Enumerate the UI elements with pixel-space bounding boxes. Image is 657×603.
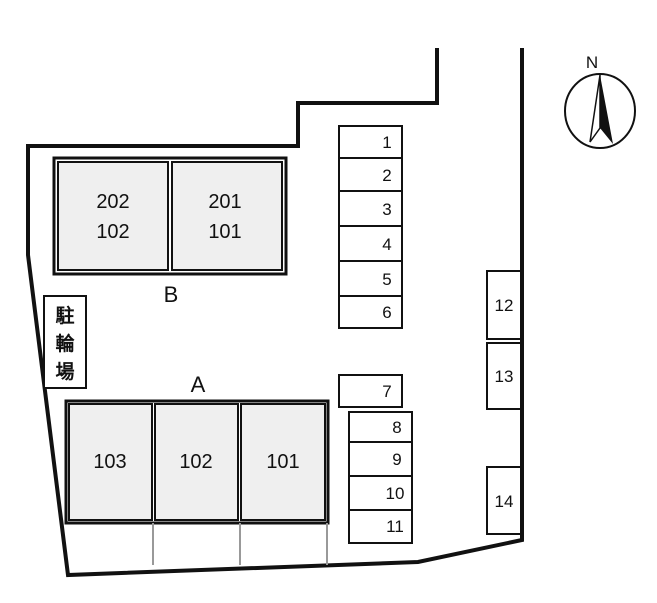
compass-north-label: N: [586, 53, 598, 72]
unit-label-101-a: 101: [266, 451, 299, 473]
parking-space-labels: 1 2 3 4 5 6 7 8 9 10 11 12 13 14: [382, 133, 513, 536]
parking-label-3: 3: [382, 200, 391, 219]
parking-label-9: 9: [392, 450, 401, 469]
building-a-unit-102: [154, 403, 239, 521]
unit-label-101: 101: [208, 221, 241, 243]
parking-space-5: [338, 260, 403, 297]
parking-spaces: [338, 125, 522, 544]
parking-label-14: 14: [495, 492, 514, 511]
north-compass-icon: N: [564, 53, 636, 149]
building-b-label: B: [164, 282, 179, 307]
parking-label-13: 13: [495, 367, 514, 386]
unit-label-202: 202: [96, 191, 129, 213]
parking-label-6: 6: [382, 303, 391, 322]
bicycle-parking: 駐 輪 場: [43, 295, 87, 389]
parking-space-14: [486, 466, 522, 535]
building-b-unit-left: [57, 161, 169, 271]
parking-space-12: [486, 270, 522, 340]
parking-space-1: [338, 125, 403, 159]
parking-space-9: [348, 441, 413, 477]
parking-label-7: 7: [382, 382, 391, 401]
unit-label-103: 103: [93, 451, 126, 473]
bicycle-parking-char-1: 駐: [55, 304, 74, 327]
building-b: 202 102 201 101 B: [52, 156, 288, 307]
unit-label-102: 102: [96, 221, 129, 243]
parking-space-2: [338, 157, 403, 192]
parking-label-2: 2: [382, 166, 391, 185]
building-a-unit-103: [68, 403, 153, 521]
bicycle-parking-char-2: 輪: [55, 332, 75, 355]
parking-space-11: [348, 509, 413, 544]
building-a-unit-101: [240, 403, 326, 521]
unit-label-102-a: 102: [179, 451, 212, 473]
parking-space-8: [348, 411, 413, 443]
parking-space-13: [486, 342, 522, 410]
parking-space-3: [338, 190, 403, 227]
parking-space-6: [338, 295, 403, 329]
parking-label-12: 12: [495, 296, 514, 315]
site-boundary: [26, 48, 524, 578]
building-a-balconies: [152, 523, 328, 565]
parking-label-5: 5: [382, 270, 391, 289]
parking-label-10: 10: [386, 484, 405, 503]
parking-space-4: [338, 225, 403, 262]
parking-space-7: [338, 374, 403, 408]
parking-label-11: 11: [386, 517, 404, 536]
parking-space-10: [348, 475, 413, 511]
unit-label-201: 201: [208, 191, 241, 213]
building-a: A 103 102 101: [64, 372, 330, 565]
building-b-unit-right: [171, 161, 283, 271]
building-a-label: A: [191, 372, 206, 397]
parking-label-8: 8: [392, 418, 401, 437]
parking-label-1: 1: [382, 133, 391, 152]
parking-label-4: 4: [382, 235, 391, 254]
bicycle-parking-box: [43, 295, 87, 389]
bicycle-parking-char-3: 場: [55, 361, 74, 383]
